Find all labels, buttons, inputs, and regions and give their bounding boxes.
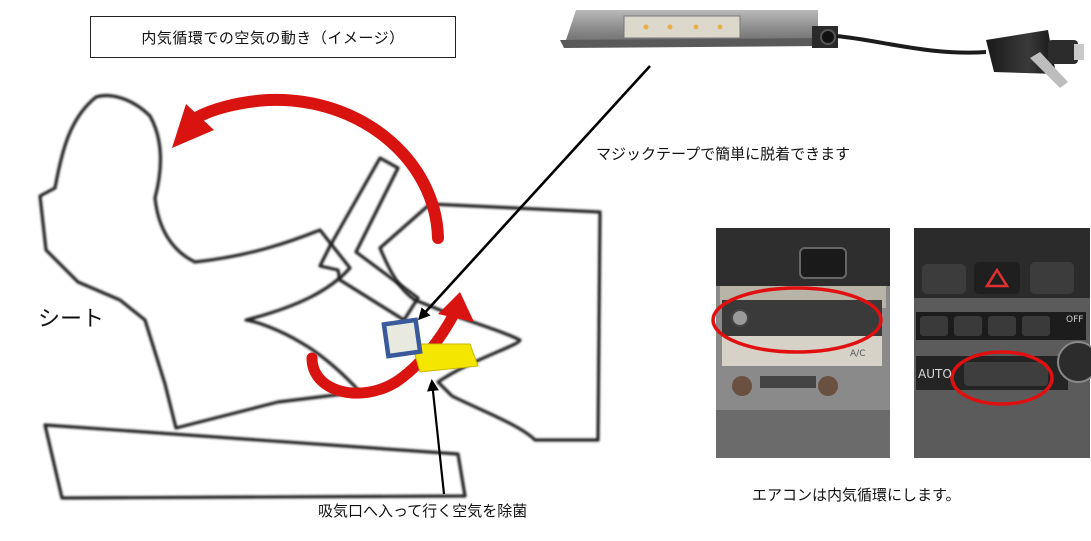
pointer-arrow-intake: [426, 379, 446, 495]
intake-caption: 吸気口へ入って行く空気を除菌: [318, 502, 528, 520]
airflow-arrow-bottom: [306, 292, 474, 399]
seat-label: シート: [38, 307, 105, 332]
purifier-device-photo: [560, 10, 1084, 88]
svg-text:A/C: A/C: [850, 349, 865, 359]
floor-block: [43, 423, 467, 500]
purifier-device-marker: [381, 317, 423, 359]
dashboard-outline: [378, 202, 602, 442]
steering-column: [318, 156, 420, 322]
velcro-caption: マジックテープで簡単に脱着できます: [596, 145, 851, 163]
airflow-arrow-top: [172, 93, 444, 244]
svg-text:OFF: OFF: [1066, 315, 1083, 325]
diagram-title: 内気循環での空気の動き（イメージ）: [90, 16, 456, 58]
intake-vent: [411, 343, 479, 373]
seat-outline: [38, 94, 362, 430]
svg-text:AUTO: AUTO: [918, 367, 952, 381]
aircon-photo-right: AUTO OFF: [914, 228, 1091, 458]
aircon-caption: エアコンは内気循環にします。: [752, 486, 961, 504]
pointer-arrow-device: [417, 65, 651, 321]
aircon-photo-left: A/C: [711, 228, 890, 458]
